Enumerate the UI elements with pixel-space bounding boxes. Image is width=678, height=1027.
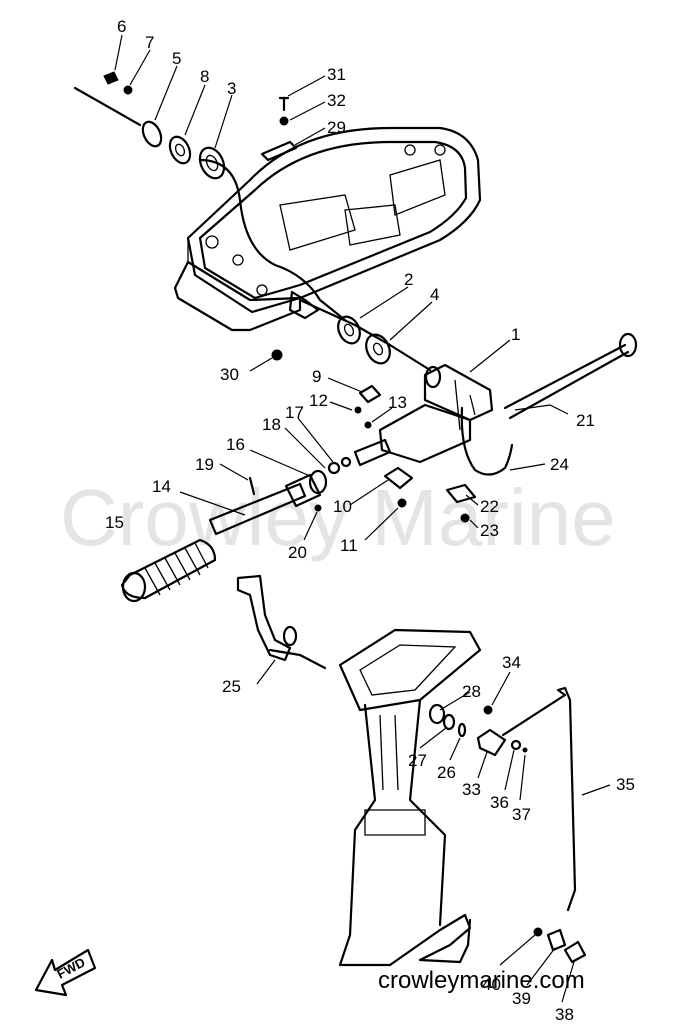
clip-38 xyxy=(563,940,587,964)
callout-11: 11 xyxy=(340,536,358,555)
washer-13 xyxy=(364,421,372,429)
grommet-2 xyxy=(337,315,361,345)
screw-11 xyxy=(397,498,407,508)
clamp-10 xyxy=(383,466,414,490)
fwd-label: FWD xyxy=(54,955,87,982)
callout-15: 15 xyxy=(105,513,124,532)
callout-4: 4 xyxy=(430,285,439,304)
washer-7 xyxy=(123,85,133,95)
washer-36 xyxy=(510,739,522,751)
callout-1: 1 xyxy=(511,325,520,344)
washer-27 xyxy=(442,713,456,731)
shift-rod-35 xyxy=(501,686,577,912)
washer-28 xyxy=(428,703,446,725)
pin-37 xyxy=(522,747,528,753)
callout-28: 28 xyxy=(462,682,481,701)
screw-31 xyxy=(278,96,290,112)
throttle-shaft-assembly xyxy=(208,438,392,536)
pin-40 xyxy=(533,927,543,937)
callout-24: 24 xyxy=(550,455,569,474)
washer-32 xyxy=(279,116,289,126)
grommet-3 xyxy=(198,146,226,180)
callout-labels: 6 7 5 8 3 31 32 29 2 4 1 30 9 12 13 17 1… xyxy=(105,17,635,1024)
callout-37: 37 xyxy=(512,805,531,824)
grommet-5 xyxy=(141,120,163,148)
watermark: Crowley Marine xyxy=(60,473,616,562)
tiller-bracket xyxy=(378,363,494,464)
bolt-23 xyxy=(460,513,470,523)
callout-36: 36 xyxy=(490,793,509,812)
joint-39 xyxy=(546,928,567,952)
callout-38: 38 xyxy=(555,1005,574,1024)
wire-24 xyxy=(460,406,514,476)
callout-40: 40 xyxy=(482,975,501,994)
callout-16: 16 xyxy=(226,435,245,454)
callout-31: 31 xyxy=(327,65,346,84)
throttle-cable-end xyxy=(73,86,142,127)
steering-rod-21 xyxy=(503,332,638,420)
callout-21: 21 xyxy=(576,411,595,430)
callout-29: 29 xyxy=(327,118,346,137)
callout-33: 33 xyxy=(462,780,481,799)
callout-26: 26 xyxy=(437,763,456,782)
callout-25: 25 xyxy=(222,677,241,696)
plate-29 xyxy=(260,140,298,162)
callout-39: 39 xyxy=(512,989,531,1008)
pin-26 xyxy=(457,722,467,738)
callout-32: 32 xyxy=(327,91,346,110)
throttle-grip-15 xyxy=(120,538,217,603)
callout-14: 14 xyxy=(152,477,171,496)
callout-8: 8 xyxy=(200,67,209,86)
callout-34: 34 xyxy=(502,653,521,672)
callout-9: 9 xyxy=(312,367,321,386)
part-9 xyxy=(358,384,382,404)
nut-30 xyxy=(271,349,283,361)
callout-20: 20 xyxy=(288,543,307,562)
bolt-34 xyxy=(483,705,493,715)
callout-17: 17 xyxy=(285,403,304,422)
callout-6: 6 xyxy=(117,17,126,36)
lever-33 xyxy=(476,728,507,757)
grommet-4 xyxy=(365,333,391,365)
callout-12: 12 xyxy=(309,391,328,410)
bottom-cowling xyxy=(173,126,482,332)
screw-12 xyxy=(354,406,362,414)
callout-10: 10 xyxy=(333,497,352,516)
callout-27: 27 xyxy=(408,751,427,770)
callout-23: 23 xyxy=(480,521,499,540)
website-url[interactable]: crowleymarine.com xyxy=(378,967,585,994)
shift-lever-25 xyxy=(236,574,327,670)
leader-lines xyxy=(114,34,611,1003)
drive-shaft-housing xyxy=(338,628,482,967)
callout-3: 3 xyxy=(227,79,236,98)
callout-5: 5 xyxy=(172,49,181,68)
bolt-6 xyxy=(103,71,119,85)
callout-13: 13 xyxy=(388,393,407,412)
callout-35: 35 xyxy=(616,775,635,794)
fwd-arrow: FWD xyxy=(34,948,97,997)
plate-22 xyxy=(445,483,477,504)
callout-7: 7 xyxy=(145,33,154,52)
grommet-8 xyxy=(168,135,192,165)
callout-30: 30 xyxy=(220,365,239,384)
callout-2: 2 xyxy=(404,270,413,289)
callout-18: 18 xyxy=(262,415,281,434)
callout-19: 19 xyxy=(195,455,214,474)
callout-22: 22 xyxy=(480,497,499,516)
